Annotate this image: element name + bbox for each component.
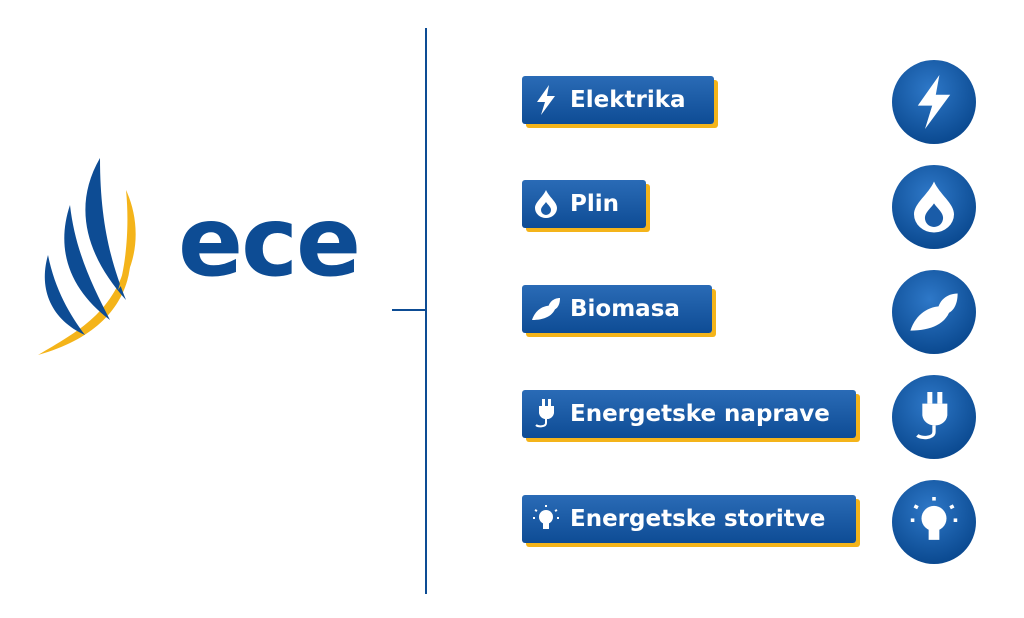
leaf-circle-icon [892, 270, 976, 354]
brand-name: ece [178, 186, 361, 298]
plug-icon [522, 390, 570, 438]
service-label: Biomasa [570, 296, 680, 322]
flame-logo-icon [38, 158, 136, 355]
vertical-divider [425, 28, 427, 594]
lightning-icon [522, 76, 570, 124]
lightbulb-icon [522, 495, 570, 543]
plug-circle-icon [892, 375, 976, 459]
lightbulb-circle-icon [892, 480, 976, 564]
service-pill[interactable]: Energetske naprave [522, 390, 856, 438]
horizontal-connector [392, 309, 426, 311]
service-pill[interactable]: Biomasa [522, 285, 712, 333]
service-label: Elektrika [570, 87, 686, 113]
service-pill[interactable]: Energetske storitve [522, 495, 856, 543]
service-pill[interactable]: Plin [522, 180, 646, 228]
ece-logo: ece [30, 150, 361, 365]
service-label: Energetske storitve [570, 506, 826, 532]
flame-circle-icon [892, 165, 976, 249]
lightning-circle-icon [892, 60, 976, 144]
leaf-icon [522, 285, 570, 333]
logo-wordmark: ece [178, 194, 361, 290]
service-label: Plin [570, 191, 619, 217]
service-pill[interactable]: Elektrika [522, 76, 714, 124]
flame-icon [522, 180, 570, 228]
service-label: Energetske naprave [570, 401, 830, 427]
